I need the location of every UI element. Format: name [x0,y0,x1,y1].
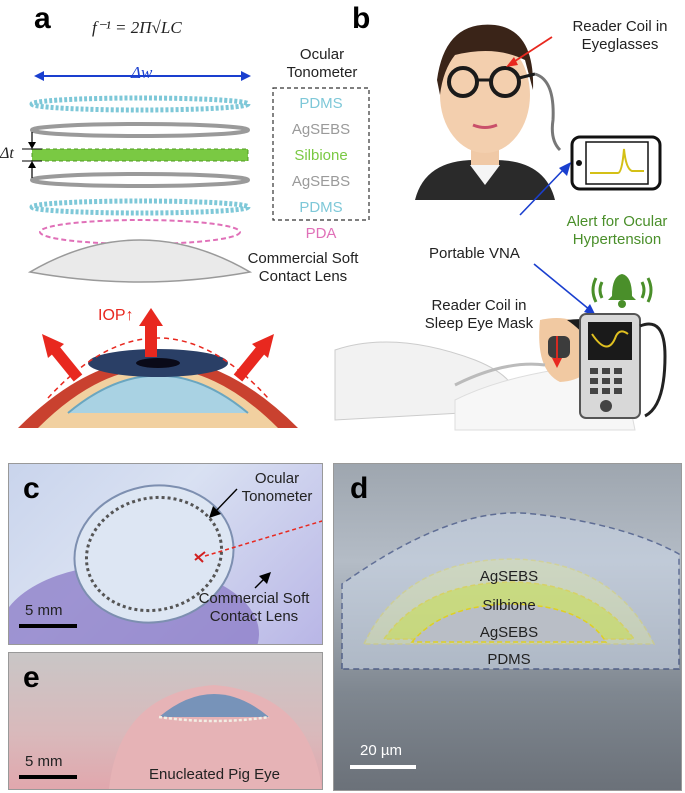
alert-label: Alert for Ocular Hypertension [566,213,668,248]
panel-d-sem: d AgSEBS Silbione AgSEBS PDMS 20 µm [333,463,682,791]
panel-c-pointer-arrows [194,488,322,589]
eye-illustration [18,308,298,428]
sem-layer-pdms: PDMS [487,651,531,668]
pig-eye-caption: Enucleated Pig Eye [149,766,280,783]
vna-device-icon [579,313,667,419]
smartphone-icon [570,135,662,191]
commercial-lens-label-c: Commercial Soft Contact Lens [198,590,310,625]
layer-pda: PDA [305,225,337,242]
ocular-tonometer-label: Ocular Tonometer [286,46,358,81]
layer-agsebs-bottom: AgSEBS [291,173,351,190]
panel-d-scalebar [350,765,416,769]
sem-layer-silbione: Silbione [482,597,536,614]
panel-b-letter: b [352,2,371,35]
panel-e-photo: e Enucleated Pig Eye 5 mm [8,652,323,790]
panel-c-letter: c [23,472,40,505]
panel-e-scale-label: 5 mm [25,753,63,770]
woman-with-glasses-illustration [415,24,562,200]
panel-a-diagram [22,71,370,283]
iop-label: IOP↑ [98,307,134,324]
mask-coil-arrow [552,336,562,368]
layer-pdms-bottom: PDMS [299,199,343,216]
sem-layer-agsebs-bottom: AgSEBS [479,624,539,641]
ocular-tonometer-label-c: Ocular Tonometer [241,470,313,505]
panel-e-scalebar [19,775,77,779]
panel-c-scale-label: 5 mm [25,602,63,619]
delta-w-label: Δw [131,63,153,82]
delta-t-label: Δt [0,145,14,162]
pig-eye-photo [109,685,322,789]
panel-e-letter: e [23,661,40,694]
resonance-formula: f⁻¹ = 2Π√LC [92,18,182,37]
bell-alert-icon [591,274,653,308]
phone-link-arrow [519,162,571,216]
reader-coil-glasses-label: Reader Coil in Eyeglasses [572,18,668,53]
panel-a-letter: a [34,2,51,35]
layer-agsebs-top: AgSEBS [291,121,351,138]
reader-coil-mask-label: Reader Coil in Sleep Eye Mask [424,297,534,332]
layer-pdms-top: PDMS [299,95,343,112]
portable-vna-label: Portable VNA [429,245,520,262]
sem-layer-agsebs-top: AgSEBS [479,568,539,585]
commercial-lens-label-a: Commercial Soft Contact Lens [247,250,359,285]
panel-d-scale-label: 20 µm [360,742,402,759]
panel-c-photo: c Ocular Tonometer Commercial Soft Conta… [8,463,323,645]
reader-coil-arrow [506,36,553,67]
panel-c-scalebar [19,624,77,628]
sem-cross-section [341,512,680,670]
panel-d-letter: d [350,472,369,505]
layer-silbione: Silbione [294,147,348,164]
